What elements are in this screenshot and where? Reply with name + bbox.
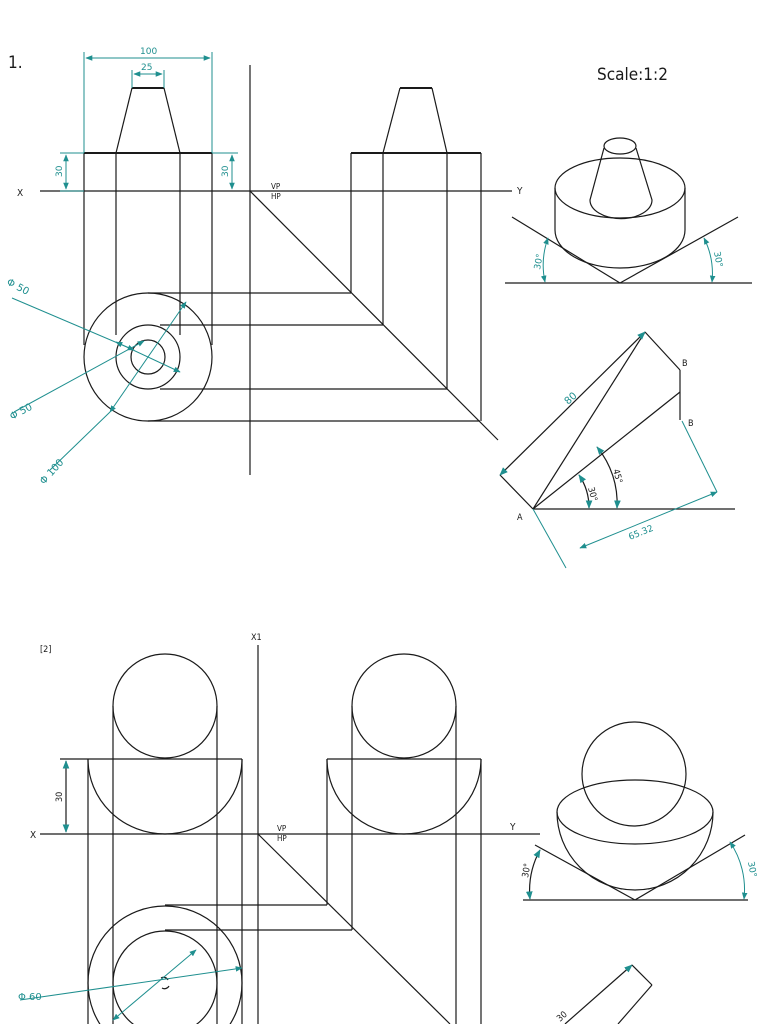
side-view [350, 87, 482, 421]
dim-phi60: Φ 60 [18, 992, 42, 1003]
hp-label-2: HP [277, 834, 287, 843]
outer-circle-2 [87, 905, 243, 1024]
dim-phi50-b: Φ 50 [8, 402, 34, 423]
true-length-label: 80 [563, 391, 580, 408]
iso1-angle-right: 30° [711, 251, 724, 268]
dim-cone-top: 25 [141, 63, 152, 73]
sphere-side [351, 653, 457, 759]
projectors-plan [148, 190, 499, 441]
y-label: Y [516, 186, 523, 197]
hemisphere-rim-iso [556, 779, 714, 845]
problem-2: [2] X1 X Y VP HP [18, 633, 758, 1024]
dimensions-plan: Φ 50 Φ 50 Φ 100 [5, 277, 187, 487]
problem-1: 1. Scale:1:2 X Y VP HP [5, 47, 752, 569]
miter-line [249, 190, 499, 441]
angle-45-label: 45° [610, 468, 623, 484]
projectors-front [83, 191, 213, 345]
partial-construction-2: 30 [555, 964, 653, 1024]
y-label-2: Y [509, 822, 516, 833]
dimensions-front: 100 25 30 30 [55, 47, 238, 192]
miter-line-2 [257, 833, 451, 1024]
dim-left-height: 30 [55, 165, 65, 177]
front-view [83, 87, 213, 191]
sphere-front [112, 653, 218, 759]
partial-dim-label: 30 [555, 1010, 569, 1024]
hemisphere-iso [556, 811, 714, 891]
isometric-view-2: 30° 30° [521, 721, 758, 901]
hemisphere-front [87, 758, 243, 835]
iso2-angle-right: 30° [745, 861, 758, 878]
point-b1-label: B [682, 359, 688, 369]
line-construction: 80 65.32 45° 30° A B B [499, 331, 735, 569]
dim-top-width: 100 [140, 47, 157, 57]
hp-label: HP [271, 192, 281, 201]
dim-height-2: 30 [55, 792, 65, 802]
angle-30-label: 30° [585, 486, 598, 502]
top-view-2 [87, 905, 243, 1024]
isometric-view-1: 30° 30° [505, 137, 752, 284]
hemisphere-side [326, 758, 482, 835]
sphere-iso [581, 721, 687, 827]
x-label: X [17, 188, 23, 199]
x-label-2: X [30, 830, 36, 841]
x1-label: X1 [251, 633, 262, 643]
dim-phi50-a: Φ 50 [5, 277, 31, 298]
vp-label-2: VP [277, 824, 287, 833]
front-view-2 [87, 653, 243, 1024]
point-b2-label: B [688, 419, 694, 429]
iso1-angle-left: 30° [533, 253, 546, 270]
dim-phi100: Φ 100 [38, 457, 66, 487]
projectors-2 [165, 833, 451, 1024]
dim-right-height: 30 [221, 165, 231, 177]
point-a-label: A [517, 513, 523, 523]
problem-2-number: [2] [40, 645, 51, 655]
vp-label: VP [271, 182, 281, 191]
side-view-2 [326, 653, 482, 1024]
iso2-angle-left: 30° [521, 863, 533, 879]
dimensions-2: 30 Φ 60 [18, 758, 243, 1021]
scale-label: Scale:1:2 [597, 65, 668, 85]
problem-1-number: 1. [8, 53, 23, 73]
